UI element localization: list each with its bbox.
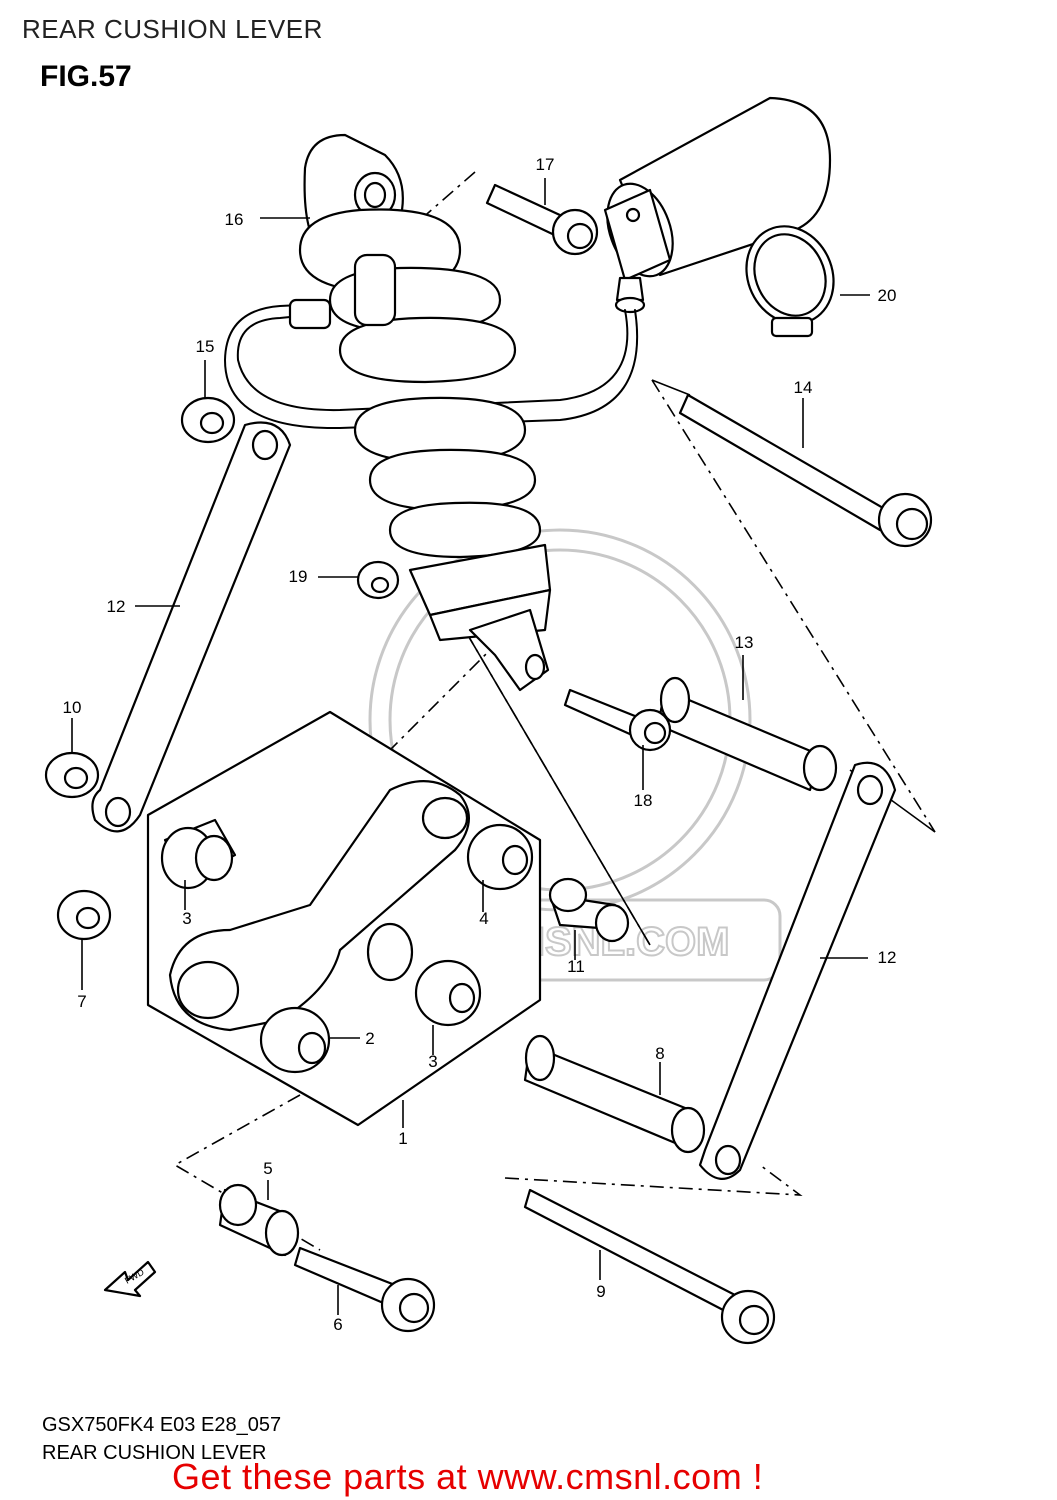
- callout-1: 1: [398, 1129, 407, 1148]
- spacer-13: [656, 676, 838, 792]
- rear-shock-absorber: [298, 133, 552, 692]
- bolt-18: [563, 688, 672, 752]
- callout-11: 11: [567, 957, 585, 976]
- bolt-17: [485, 183, 599, 256]
- callout-12-right: 12: [878, 948, 897, 967]
- callout-20: 20: [878, 286, 897, 305]
- callout-13: 13: [735, 633, 754, 652]
- callout-14: 14: [794, 378, 813, 397]
- callout-18: 18: [634, 791, 653, 810]
- promo-link[interactable]: Get these parts at www.cmsnl.com !: [172, 1456, 764, 1497]
- callout-9: 9: [596, 1282, 605, 1301]
- callout-15: 15: [196, 337, 215, 356]
- callout-3-lower: 3: [428, 1052, 437, 1071]
- callout-3-upper: 3: [182, 909, 191, 928]
- page-header-title: REAR CUSHION LEVER: [22, 14, 323, 44]
- bolt-14: [678, 393, 933, 548]
- cushion-rod-12-left: [91, 421, 292, 833]
- figure-label: FIG.57: [40, 60, 132, 93]
- callout-numbers: 1 2 3 3 4 5 6 7 8 9 10 11 12 12 13 14 15…: [63, 155, 897, 1334]
- spacer-8: [523, 1034, 706, 1154]
- nut-10: [44, 751, 100, 799]
- bushing-4: [466, 823, 534, 891]
- callout-16: 16: [225, 210, 244, 229]
- callout-8: 8: [655, 1044, 664, 1063]
- nut-15: [180, 396, 236, 444]
- callout-12-left: 12: [107, 597, 126, 616]
- callout-10: 10: [63, 698, 82, 717]
- nut-7: [56, 889, 112, 941]
- callout-19: 19: [289, 567, 308, 586]
- callout-17: 17: [536, 155, 555, 174]
- callout-5: 5: [263, 1159, 272, 1178]
- callout-leaders: [71, 178, 870, 1315]
- collar-11: [548, 877, 630, 943]
- cushion-rod-12-right: [698, 761, 897, 1180]
- assembly-guide-lines: [173, 171, 936, 1251]
- nut-19: [356, 560, 400, 600]
- callout-4: 4: [479, 909, 488, 928]
- footer-caption: REAR CUSHION LEVER: [42, 1442, 267, 1464]
- bolt-6: [293, 1246, 436, 1333]
- callout-7: 7: [77, 992, 86, 1011]
- fwd-arrow-icon: FWD: [103, 1260, 157, 1298]
- bushing-3-lower: [414, 959, 482, 1027]
- model-code: GSX750FK4 E03 E28_057: [42, 1414, 282, 1436]
- reservoir-hose: [224, 298, 639, 430]
- bolt-9: [523, 1188, 776, 1345]
- callout-2: 2: [365, 1029, 374, 1048]
- callout-6: 6: [333, 1315, 342, 1334]
- hose-clamp: [745, 225, 835, 338]
- spacer-5: [218, 1183, 300, 1257]
- bushing-2: [259, 1006, 331, 1074]
- bushing-3-upper: [160, 818, 237, 890]
